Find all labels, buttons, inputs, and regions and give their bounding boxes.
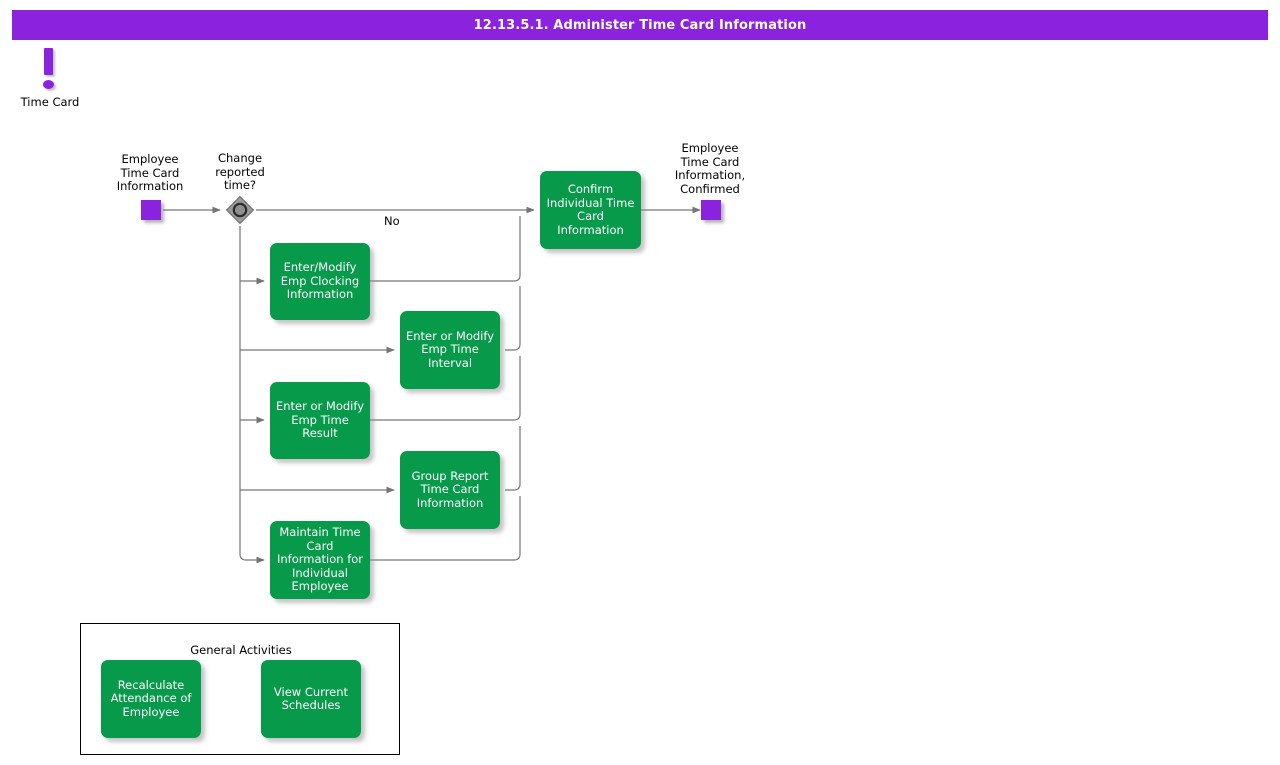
activity-label: View Current Schedules — [273, 684, 349, 712]
page-title-bar: 12.13.5.1. Administer Time Card Informat… — [12, 10, 1268, 40]
activity-enter-modify-emp-clocking-information[interactable]: Enter/Modify Emp Clocking Information — [270, 243, 370, 320]
page-title: 12.13.5.1. Administer Time Card Informat… — [473, 17, 807, 33]
activity-label: Enter or Modify Emp Time Interval — [405, 328, 495, 370]
activity-label: Recalculate Attendance of Employee — [110, 677, 192, 719]
start-data-object[interactable] — [141, 200, 161, 220]
time-card-icon — [44, 48, 53, 75]
activity-confirm-individual-time-card-information[interactable]: Confirm Individual Time Card Information — [540, 171, 641, 249]
activity-maintain-time-card-information-for-individual-employee[interactable]: Maintain Time Card Information for Indiv… — [270, 521, 370, 599]
time-card-icon-dot — [43, 80, 54, 89]
end-data-object-label: Employee Time Card Information, Confirme… — [674, 141, 746, 196]
activity-label: Maintain Time Card Information for Indiv… — [276, 525, 364, 594]
time-card-label: Time Card — [20, 95, 80, 109]
gateway-label: Change reported time? — [215, 151, 265, 192]
activity-enter-or-modify-emp-time-result[interactable]: Enter or Modify Emp Time Result — [270, 382, 370, 459]
edge-spine-to-maintain — [239, 226, 265, 564]
activity-label: Enter/Modify Emp Clocking Information — [280, 260, 360, 302]
general-activities-panel: General Activities Recalculate Attendanc… — [80, 623, 400, 755]
edge-label-no: No — [384, 214, 400, 228]
activity-view-current-schedules[interactable]: View Current Schedules — [261, 660, 361, 738]
edge-time-interval-to-collector — [505, 286, 521, 351]
gateway-change-reported-time[interactable] — [225, 195, 255, 225]
activity-group-report-time-card-information[interactable]: Group Report Time Card Information — [400, 451, 500, 529]
activity-label: Group Report Time Card Information — [411, 468, 489, 510]
general-activities-title: General Activities — [190, 643, 292, 657]
activity-recalculate-attendance-of-employee[interactable]: Recalculate Attendance of Employee — [101, 660, 201, 738]
activity-label: Confirm Individual Time Card Information — [546, 182, 635, 237]
edge-group-report-to-collector — [505, 426, 521, 491]
activity-label: Enter or Modify Emp Time Result — [275, 399, 365, 441]
start-data-object-label: Employee Time Card Information — [116, 152, 184, 193]
gateway-diamond-icon — [225, 195, 255, 225]
end-data-object[interactable] — [701, 200, 721, 220]
activity-enter-or-modify-emp-time-interval[interactable]: Enter or Modify Emp Time Interval — [400, 311, 500, 389]
